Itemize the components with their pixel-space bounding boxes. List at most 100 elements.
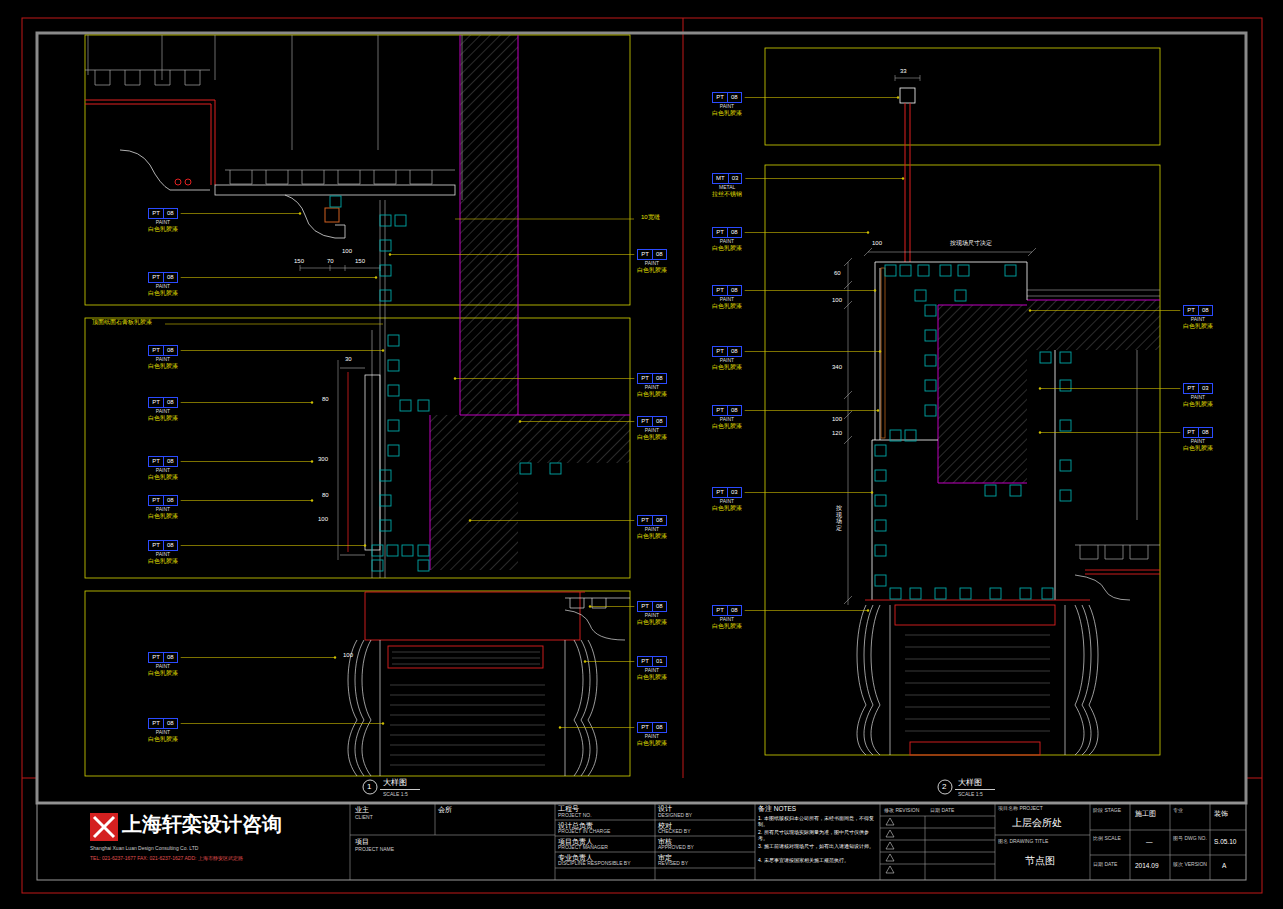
ceiling-grid [85, 70, 210, 85]
dimension-text: 80 [322, 396, 329, 403]
material-type: PAINT [156, 356, 170, 362]
timber-block [400, 400, 411, 411]
title-block-cell: — [1146, 838, 1153, 845]
title-block-cell: 专业 [1173, 808, 1183, 814]
tag-box: PT08 [148, 540, 177, 551]
material-name: 白色乳胶漆 [148, 473, 178, 481]
material-number: 08 [163, 273, 177, 282]
material-number: 08 [727, 286, 741, 295]
dimension-text: 33 [900, 68, 907, 75]
tag-box: PT08 [637, 249, 666, 260]
leader-dot [519, 420, 521, 422]
sheet-border [22, 18, 1262, 893]
timber-block [905, 430, 916, 441]
detail-frame [765, 165, 1160, 755]
sprinkler [175, 179, 181, 185]
material-tag: PT08PAINT白色乳胶漆 [1183, 427, 1213, 452]
material-code: PT [713, 406, 727, 415]
material-name: 白色乳胶漆 [712, 244, 742, 252]
dimension-line [338, 360, 339, 560]
material-number: 08 [163, 346, 177, 355]
tag-box: MT03 [712, 173, 742, 184]
material-tag: MT03METAL拉丝不锈钢 [712, 173, 742, 198]
material-name: 白色乳胶漆 [637, 532, 667, 540]
material-code: PT [638, 516, 652, 525]
title-block-cell: 1. 本图纸版权归本公司所有，未经书面同意，不得复制。 [758, 815, 876, 827]
drawing-label: 大样图 [383, 779, 407, 788]
material-number: 08 [163, 398, 177, 407]
timber-block [418, 400, 429, 411]
tag-box: PT08 [712, 605, 741, 616]
leader-dot [311, 401, 313, 403]
tag-box: PT08 [712, 405, 741, 416]
timber-block [380, 495, 391, 506]
timber-block [388, 385, 399, 396]
leader-line [181, 461, 312, 462]
timber-block [388, 360, 399, 371]
leader-dot [389, 253, 391, 255]
logo-icon [94, 817, 114, 837]
timber-block [1060, 490, 1071, 501]
material-code: PT [638, 723, 652, 732]
material-name: 白色乳胶漆 [712, 422, 742, 430]
dimension-text: 100 [832, 416, 842, 423]
timber-block [960, 588, 971, 599]
timber-block [925, 355, 936, 366]
cornice [285, 195, 345, 238]
material-number: 08 [652, 374, 666, 383]
tag-box: PT08 [148, 208, 177, 219]
material-tag: PT08PAINT白色乳胶漆 [148, 456, 178, 481]
detail-number-circle [363, 780, 377, 794]
timber-block [387, 545, 398, 556]
metal-post [905, 103, 910, 262]
dimension-text: 100 [343, 652, 353, 659]
dimension-text: 100 [832, 297, 842, 304]
material-code: PT [713, 286, 727, 295]
tag-box: PT03 [1183, 383, 1212, 394]
title-block-cell: APPROVED BY [658, 845, 694, 851]
material-tag: PT08PAINT白色乳胶漆 [712, 227, 742, 252]
timber-block [885, 265, 896, 276]
timber-block [890, 430, 901, 441]
material-type: PAINT [156, 467, 170, 473]
dimension-text: 100 [318, 516, 328, 523]
leader-dot [867, 609, 869, 611]
leader-dot [382, 349, 384, 351]
title-block-cell: 2. 所有尺寸以现场实际测量为准，图中尺寸仅供参考。 [758, 829, 876, 841]
detail-frame [85, 318, 630, 578]
material-code: PT [149, 457, 163, 466]
leader-dot [299, 212, 301, 214]
timber-block [388, 445, 399, 456]
timber-block [1005, 265, 1016, 276]
leader-dot [867, 231, 869, 233]
timber-block [875, 470, 886, 481]
material-tag: PT08PAINT白色乳胶漆 [712, 285, 742, 310]
material-code: PT [713, 93, 727, 102]
concrete-slab [1027, 300, 1160, 350]
material-tag: PT08PAINT白色乳胶漆 [148, 652, 178, 677]
door-head [392, 652, 540, 664]
structure-outline [430, 35, 630, 570]
material-number: 08 [652, 250, 666, 259]
dimension-line [844, 258, 852, 605]
tag-box: PT08 [712, 285, 741, 296]
leader-dot [902, 177, 904, 179]
material-type: PAINT [720, 498, 734, 504]
timber-block [380, 470, 391, 481]
title-block-cell: 日期 DATE [1093, 862, 1117, 868]
timber-block [388, 335, 399, 346]
material-type: PAINT [720, 357, 734, 363]
material-code: PT [713, 488, 727, 497]
material-number: 08 [727, 93, 741, 102]
tag-box: PT01 [637, 656, 666, 667]
leader-dot [311, 460, 313, 462]
material-name: 白色乳胶漆 [712, 504, 742, 512]
material-tag: PT08PAINT白色乳胶漆 [712, 92, 742, 117]
door-head [865, 600, 1090, 601]
timber-block [1040, 352, 1051, 363]
leader-dot [1029, 309, 1031, 311]
leader-line [745, 492, 872, 493]
material-tag: PT08PAINT白色乳胶漆 [148, 208, 178, 233]
timber-block [915, 290, 926, 301]
door-leaf [390, 685, 545, 765]
